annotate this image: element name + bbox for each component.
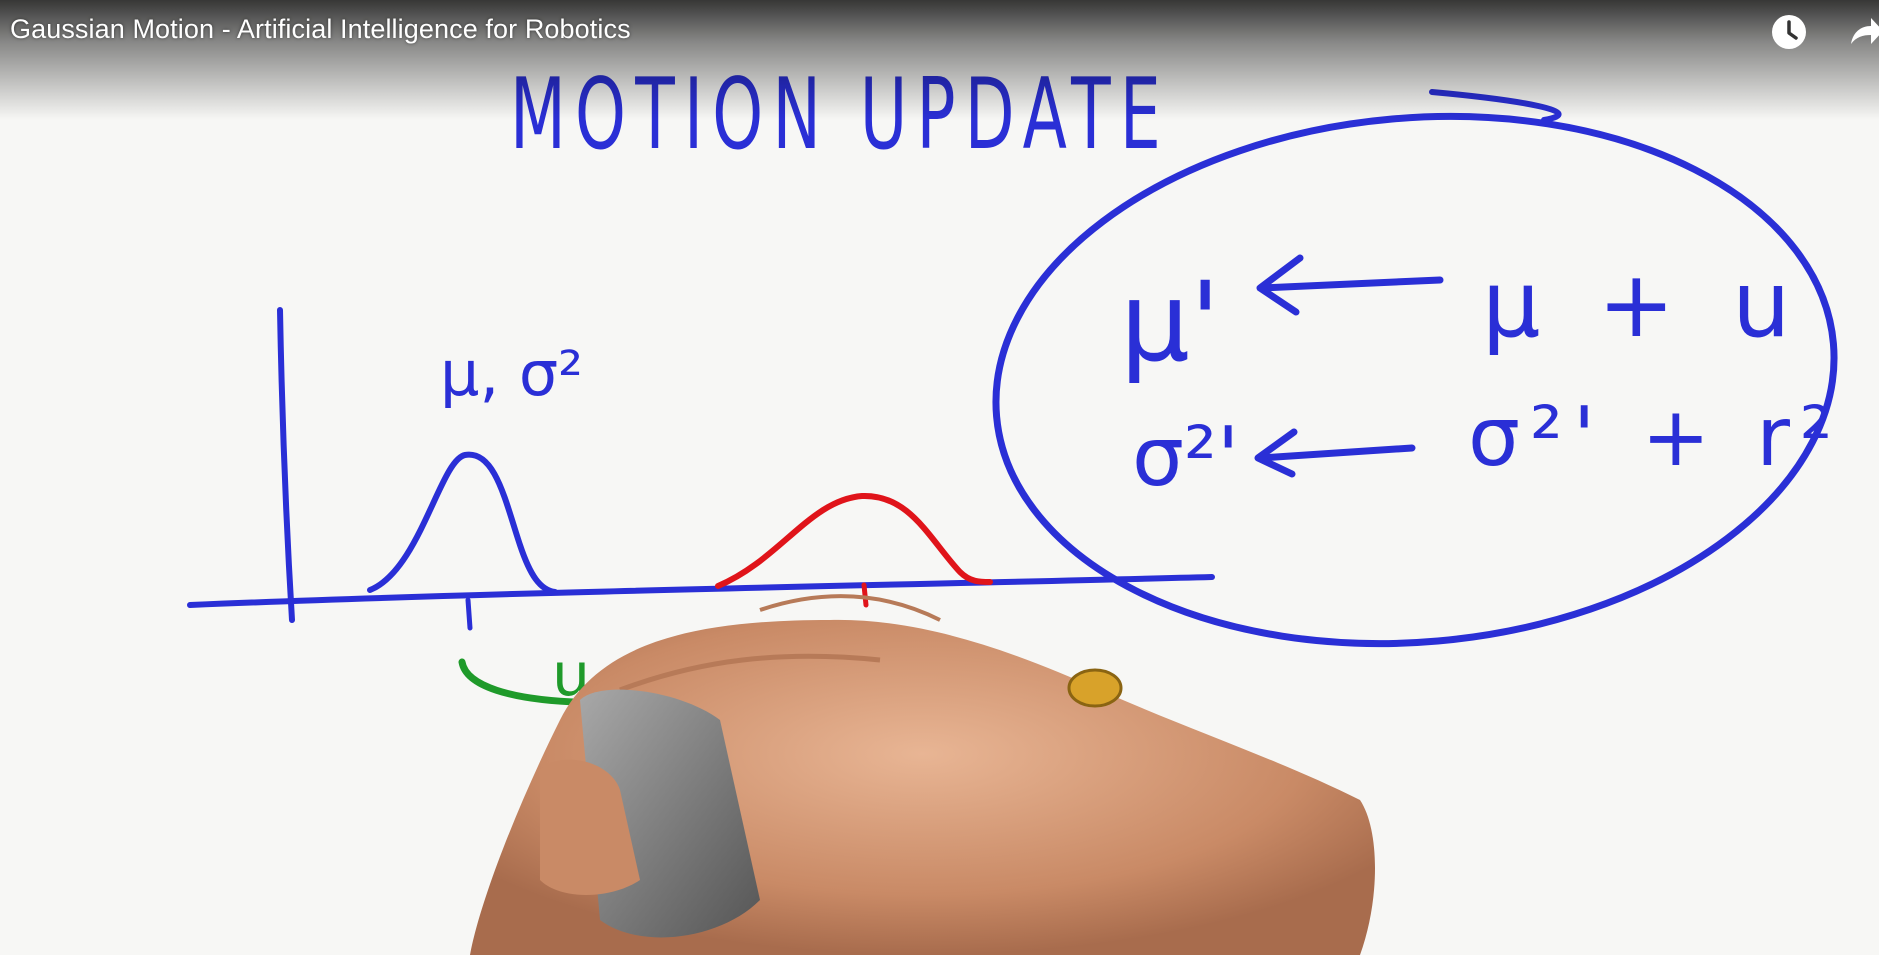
mu-update: μ + u (1482, 251, 1804, 358)
board-heading: MOTION UPDATE (510, 58, 1170, 172)
sigma-arrowhead (1254, 428, 1298, 478)
sigma-prime: σ²' (1132, 410, 1239, 505)
prior-tick (465, 597, 473, 631)
x-axis (187, 574, 1215, 608)
mu-prime: μ' (1120, 258, 1220, 386)
video-title[interactable]: Gaussian Motion - Artificial Intelligenc… (10, 14, 631, 44)
posterior-tick (861, 582, 869, 608)
share-button[interactable] (1845, 12, 1879, 52)
watch-later-button[interactable] (1769, 12, 1809, 52)
posterior-gaussian (715, 492, 993, 589)
y-axis (277, 307, 295, 623)
top-actions (1769, 12, 1879, 52)
mu-arrow (1258, 276, 1444, 292)
share-arrow-icon (1851, 18, 1879, 44)
prior-label: μ, σ² (440, 337, 583, 410)
clock-icon (1772, 15, 1806, 49)
prior-gaussian (367, 451, 558, 595)
sigma-arrow (1256, 444, 1416, 462)
sigma-update: σ²' + r² (1468, 390, 1843, 485)
mu-arrowhead (1256, 254, 1304, 316)
presenter-hand (470, 594, 1375, 955)
